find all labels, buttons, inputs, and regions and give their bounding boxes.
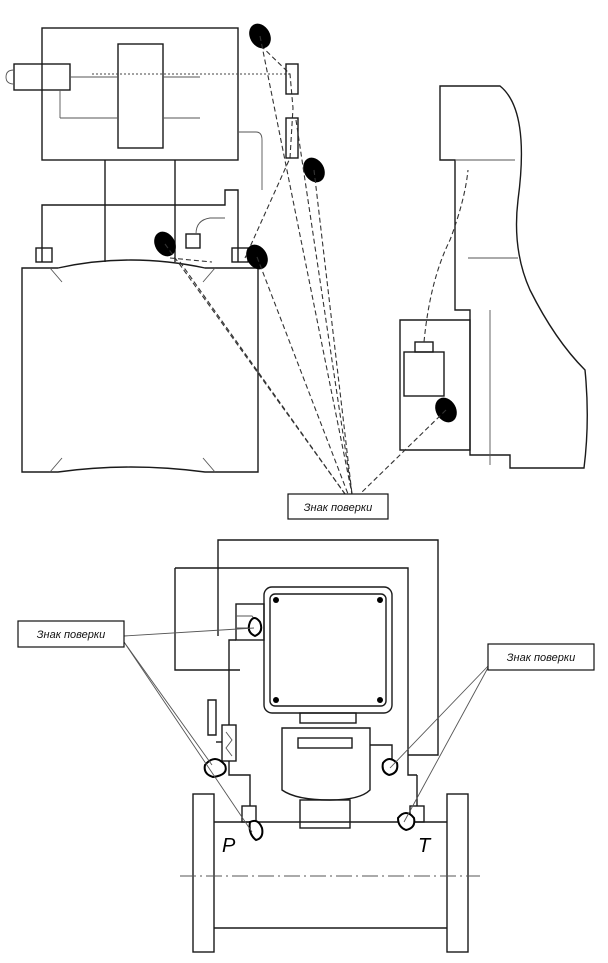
seals-bottom <box>203 617 416 842</box>
screw-icon <box>273 697 279 703</box>
top-leader-lines <box>164 35 447 495</box>
pressure-port-fitting <box>35 247 53 263</box>
screw-icon <box>377 597 383 603</box>
electronic-unit-housing <box>41 27 239 161</box>
valve-body <box>221 724 237 762</box>
valve-handle <box>207 699 217 736</box>
side-lower-body <box>399 319 471 451</box>
counter-housing <box>281 727 371 801</box>
temperature-port-fitting-right <box>231 247 249 263</box>
meter-neck <box>299 799 351 829</box>
side-housing <box>439 85 588 469</box>
seal-icon <box>203 758 227 779</box>
side-sensor-box <box>403 351 445 397</box>
seals-top <box>154 23 457 423</box>
seal-icon <box>396 812 416 832</box>
seal-label-left: Знак поверки <box>17 620 125 648</box>
seal-label-top-text: Знак поверки <box>304 502 372 514</box>
temperature-port-fitting <box>185 233 201 249</box>
port-p-label: P <box>222 835 236 857</box>
seal-label-top: Знак поверки <box>287 493 389 520</box>
seal-label-right-text: Знак поверки <box>507 652 575 664</box>
top-side-view <box>399 85 588 469</box>
seal-icon <box>247 617 263 638</box>
flange-left <box>192 793 215 953</box>
seal-clamp <box>285 63 299 95</box>
port-t-label: T <box>418 835 432 857</box>
seal-icon <box>248 819 264 842</box>
seal-icon <box>381 758 399 777</box>
flange-right <box>446 793 469 953</box>
screw-icon <box>377 697 383 703</box>
electronic-module <box>117 43 164 149</box>
bottom-meter-view <box>174 539 480 953</box>
screw-icon <box>273 597 279 603</box>
meter-body <box>21 259 259 473</box>
seal-label-left-text: Знак поверки <box>37 629 105 641</box>
seal-clamp-lower <box>285 117 299 159</box>
bottom-leader-lines <box>123 627 491 833</box>
pressure-sensor-box <box>235 603 265 641</box>
display-head <box>263 586 393 714</box>
seal-label-right: Знак поверки <box>487 643 595 671</box>
